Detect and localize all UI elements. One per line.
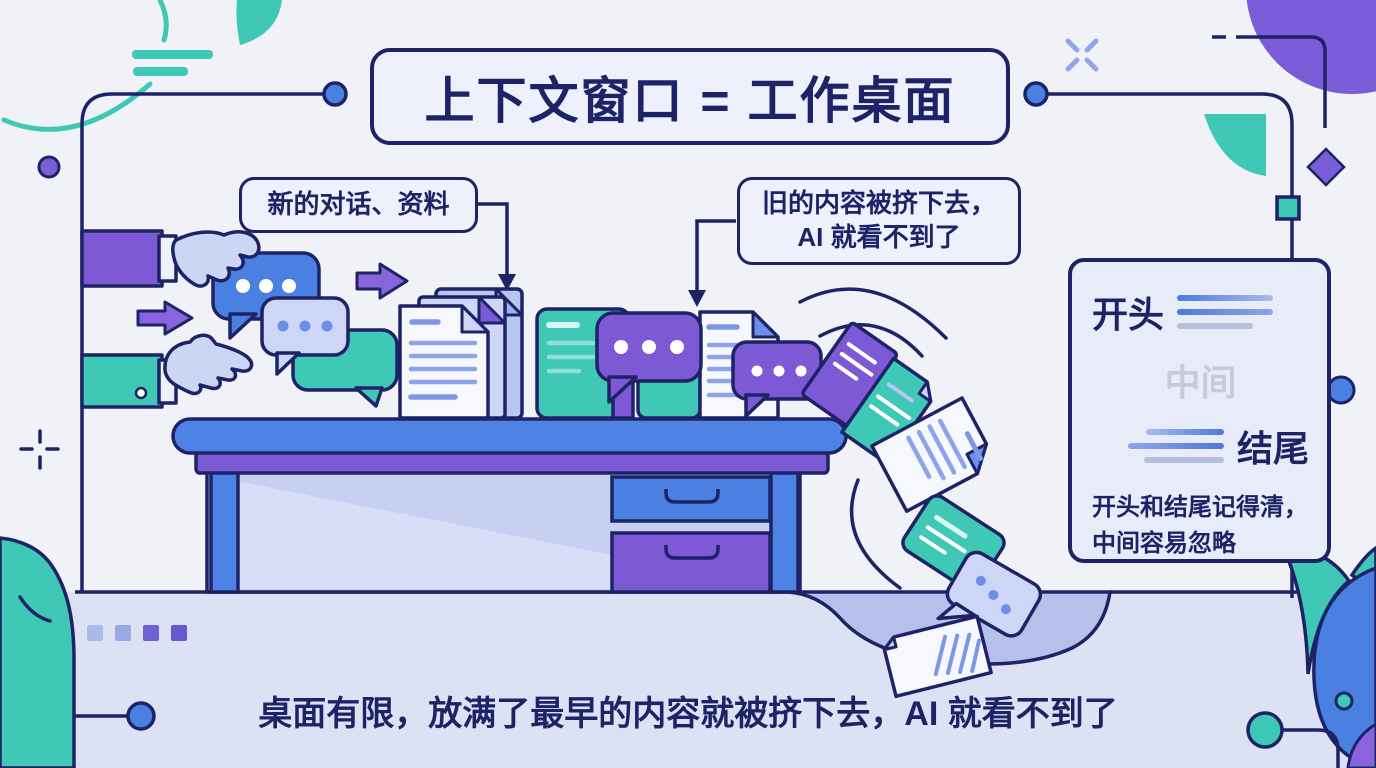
memory-note: 开头和结尾记得清， 中间容易忽略 bbox=[1092, 490, 1309, 562]
frame-lines bbox=[80, 81, 1301, 598]
memory-panel: 开头 中间 结尾 开头和结尾记得清， 中间容易忽略 bbox=[1068, 258, 1331, 563]
purple-sliver-corner bbox=[1346, 722, 1376, 768]
lavender-bubble-tail bbox=[275, 351, 301, 376]
purple-sleeve bbox=[80, 229, 164, 288]
page-title: 上下文窗口 = 工作桌面 bbox=[370, 48, 1010, 145]
crosshair-icon bbox=[19, 429, 60, 470]
drawer-blue bbox=[610, 475, 772, 523]
desk bbox=[205, 470, 802, 594]
title-text: 上下文窗口 = 工作桌面 bbox=[424, 72, 956, 129]
left-node-dot bbox=[322, 81, 348, 107]
end-label: 结尾 bbox=[1236, 428, 1309, 469]
drawer-handle bbox=[664, 489, 720, 504]
teal-bar-2 bbox=[133, 67, 188, 76]
beginning-label: 开头 bbox=[1092, 294, 1165, 335]
falling-document bbox=[870, 396, 989, 513]
topright-line bbox=[1212, 35, 1327, 128]
teal-arc-small bbox=[157, 0, 169, 43]
fading-squares bbox=[87, 625, 187, 641]
teal-blob-bottomleft bbox=[0, 536, 76, 768]
callout-connectors bbox=[478, 202, 736, 307]
middle-label: 中间 bbox=[1164, 362, 1237, 403]
hand-icon-bottom bbox=[163, 333, 254, 396]
text-lines-decoration bbox=[1177, 295, 1309, 329]
sparkle-icon bbox=[1065, 38, 1099, 72]
falling-lavender-bubble bbox=[936, 550, 1043, 638]
input-hands-scene bbox=[80, 229, 409, 409]
caption-node-dot bbox=[126, 701, 156, 731]
callout-new-content: 新的对话、资料 bbox=[239, 177, 478, 233]
ellipsis-dots bbox=[236, 279, 296, 293]
purple-blob-topright bbox=[1246, 0, 1376, 94]
purple-dot bbox=[37, 155, 61, 179]
memory-note-line1: 开头和结尾记得清， bbox=[1092, 494, 1308, 521]
arrow-right-icon-big bbox=[355, 262, 409, 300]
teal-sleeve bbox=[80, 353, 164, 409]
falling-items bbox=[798, 287, 1043, 699]
blob-accent-line bbox=[18, 595, 52, 623]
desk-top bbox=[171, 417, 848, 475]
text-lines-decoration bbox=[1092, 429, 1224, 463]
teal-arc-large bbox=[1, 81, 153, 132]
purple-bubble-tail bbox=[607, 375, 638, 404]
teal-dot-small bbox=[1334, 691, 1354, 711]
arrow-right-icon-small bbox=[136, 300, 194, 336]
desk-leg-right bbox=[769, 470, 800, 594]
right-node-dot bbox=[1023, 81, 1049, 107]
hand-icon-top bbox=[170, 230, 261, 288]
card-text-lines bbox=[546, 322, 596, 374]
document-text-lines bbox=[408, 319, 478, 400]
callout-old-content: 旧的内容被挤下去， AI 就看不到了 bbox=[737, 177, 1021, 265]
callout-new-label: 新的对话、资料 bbox=[267, 189, 450, 220]
desk-surface-blue bbox=[171, 417, 848, 455]
teal-bubble-tail bbox=[354, 386, 384, 408]
purple-bubble-tail bbox=[744, 393, 770, 418]
motion-arcs bbox=[798, 287, 948, 590]
arrow-down-icon bbox=[688, 290, 706, 307]
teal-square-node bbox=[1275, 195, 1301, 221]
paper-in-pit bbox=[882, 614, 993, 699]
desk-apron-purple bbox=[194, 450, 830, 475]
callout-old-line1: 旧的内容被挤下去， bbox=[761, 188, 996, 219]
bottom-decorations bbox=[0, 536, 1376, 768]
callout-old-line2: AI 就看不到了 bbox=[797, 222, 961, 252]
teal-petal-top bbox=[236, 0, 282, 45]
teal-petal-right bbox=[1204, 114, 1266, 176]
corner-decorations bbox=[1, 0, 1376, 470]
drawer-purple bbox=[610, 531, 772, 594]
desk-leg-left bbox=[209, 470, 240, 594]
drawer-handle bbox=[664, 545, 720, 560]
memory-row-end: 结尾 bbox=[1092, 420, 1309, 472]
blue-dot-right-edge bbox=[1326, 375, 1356, 405]
cuff-button bbox=[134, 386, 148, 400]
footer-caption: 桌面有限，放满了最早的内容就被挤下去，AI 就看不到了 bbox=[258, 695, 1118, 733]
purple-diamond bbox=[1306, 147, 1346, 187]
desk-items bbox=[398, 287, 823, 420]
document-front bbox=[398, 304, 490, 420]
memory-row-beginning: 开头 bbox=[1092, 286, 1309, 338]
arrow-down-icon bbox=[498, 274, 516, 291]
folded-corner bbox=[477, 295, 507, 325]
folded-corner bbox=[751, 310, 780, 339]
folded-corner bbox=[460, 304, 490, 334]
teal-bar-1 bbox=[132, 50, 213, 59]
floor-band bbox=[0, 590, 1376, 768]
memory-note-line2: 中间容易忽略 bbox=[1092, 530, 1236, 557]
blue-bubble-tail bbox=[228, 312, 258, 340]
ellipsis-dots bbox=[277, 320, 333, 332]
ellipsis-dots bbox=[614, 340, 684, 354]
ellipsis-dots bbox=[751, 365, 807, 377]
